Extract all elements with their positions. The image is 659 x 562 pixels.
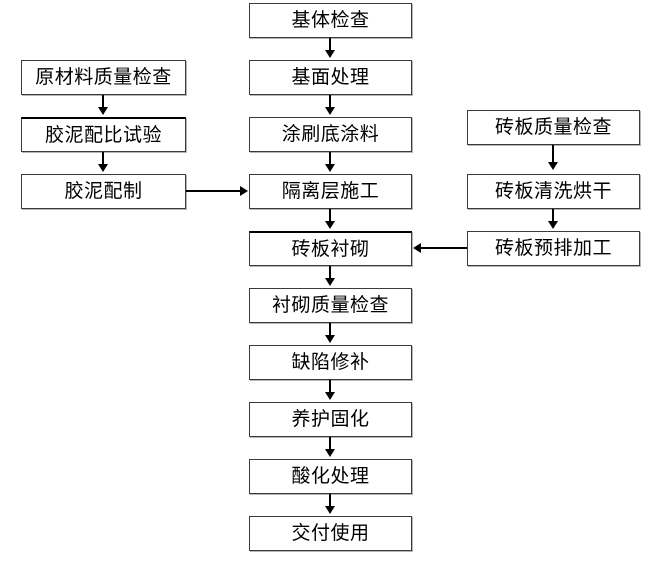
node-acidification-treatment[interactable]: 酸化处理: [249, 459, 412, 494]
node-curing[interactable]: 养护固化: [249, 402, 412, 437]
node-label: 砖板预排加工: [494, 237, 612, 259]
node-tile-lining[interactable]: 砖板衬砌: [249, 231, 412, 266]
node-lining-quality-inspection[interactable]: 衬砌质量检查: [249, 288, 412, 323]
node-delivery-for-use[interactable]: 交付使用: [249, 516, 412, 551]
node-label: 胶泥配制: [64, 180, 143, 202]
node-tile-quality-inspection[interactable]: 砖板质量检查: [467, 110, 640, 145]
node-raw-material-quality-inspection[interactable]: 原材料质量检查: [21, 60, 186, 95]
node-label: 基体检查: [291, 9, 370, 31]
node-label: 缺陷修补: [291, 351, 370, 373]
node-cement-mix-ratio-test[interactable]: 胶泥配比试验: [21, 117, 186, 152]
node-tile-pre-arrangement-processing[interactable]: 砖板预排加工: [467, 231, 640, 266]
node-label: 衬砌质量检查: [271, 294, 389, 316]
node-label: 养护固化: [291, 408, 370, 430]
node-isolation-layer-construction[interactable]: 隔离层施工: [249, 174, 412, 209]
node-label: 酸化处理: [291, 465, 370, 487]
node-label: 胶泥配比试验: [44, 123, 162, 146]
node-label: 交付使用: [291, 522, 370, 544]
node-label: 涂刷底涂料: [281, 123, 380, 145]
node-base-inspection[interactable]: 基体检查: [249, 3, 412, 38]
node-defect-repair[interactable]: 缺陷修补: [249, 345, 412, 380]
node-label: 砖板质量检查: [494, 116, 612, 138]
node-cement-preparation[interactable]: 胶泥配制: [21, 174, 186, 209]
node-tile-washing-drying[interactable]: 砖板清洗烘干: [467, 174, 640, 209]
node-primer-coating[interactable]: 涂刷底涂料: [249, 117, 412, 152]
node-label: 隔离层施工: [281, 180, 380, 202]
node-label: 砖板衬砌: [291, 237, 370, 260]
node-surface-treatment[interactable]: 基面处理: [249, 60, 412, 95]
node-label: 基面处理: [291, 66, 370, 88]
node-label: 原材料质量检查: [35, 66, 172, 88]
node-label: 砖板清洗烘干: [494, 180, 612, 202]
